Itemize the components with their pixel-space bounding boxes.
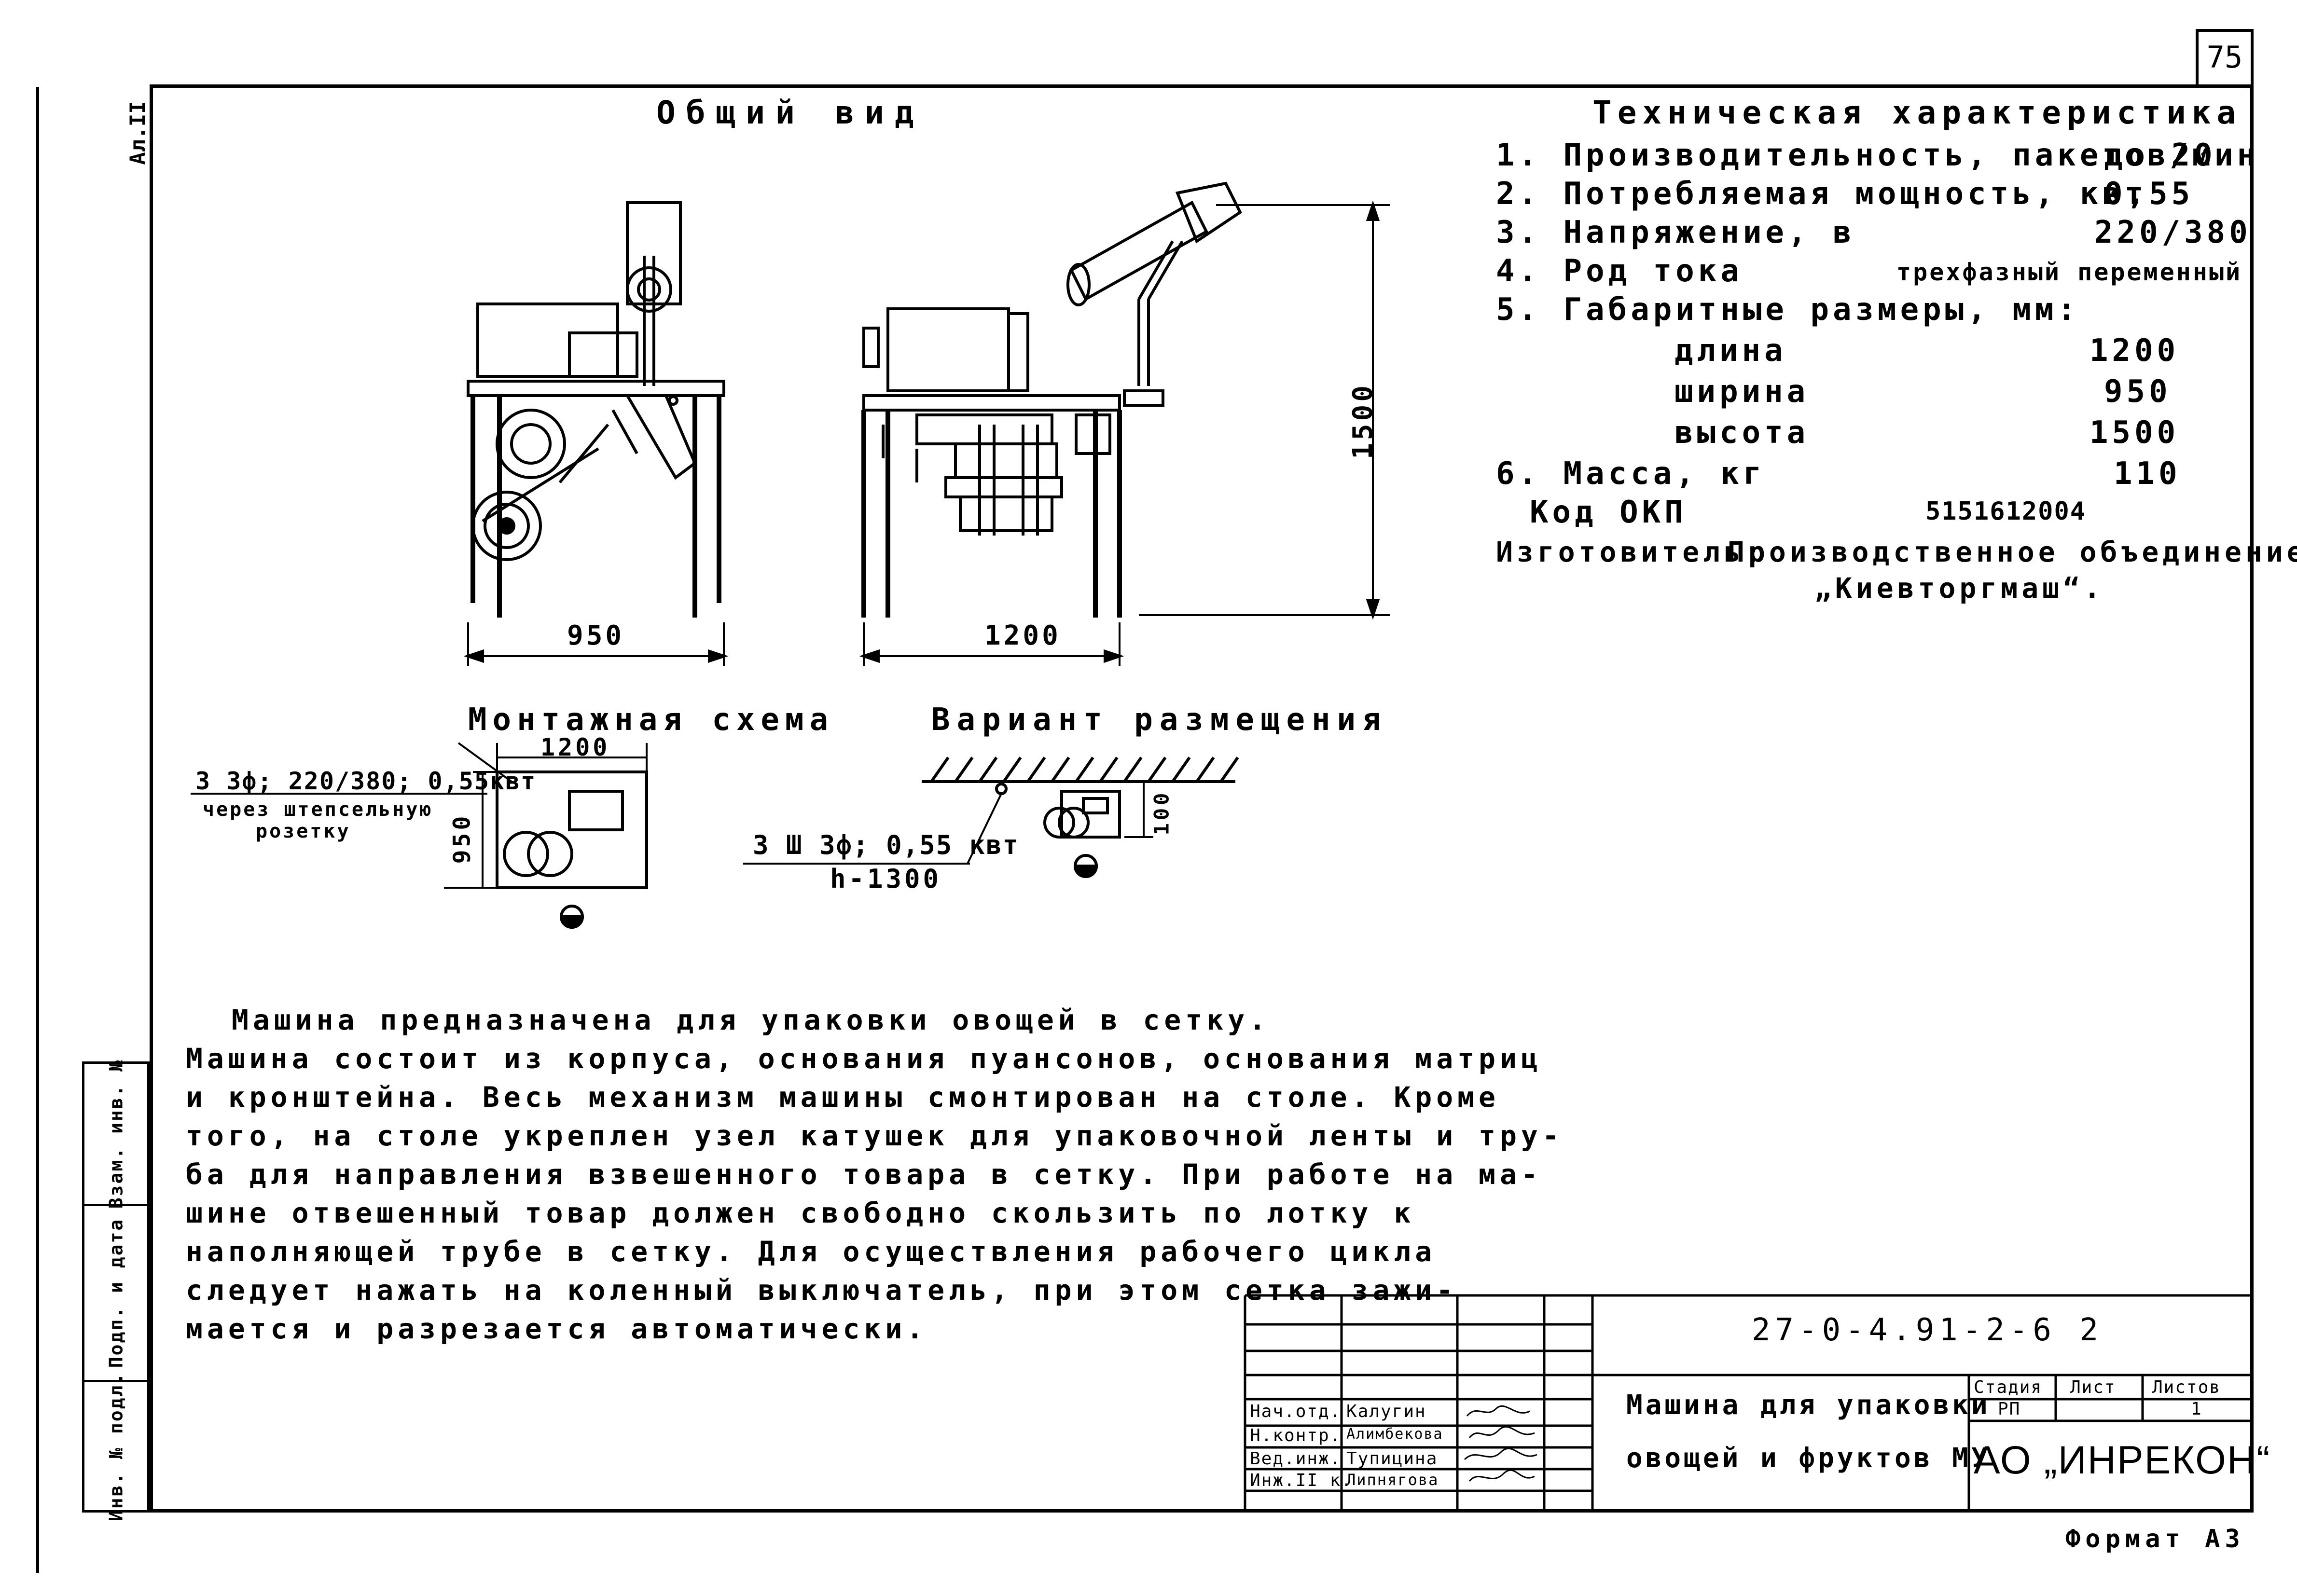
spec-label: Код ОКП [1530, 495, 1687, 530]
description-line: Машина состоит из корпуса, основания пуа… [186, 1042, 1542, 1075]
spec-value: 1200 [2089, 333, 2180, 369]
dim-height: 1500 [1347, 383, 1379, 459]
spec-label: длина [1674, 333, 1787, 369]
mounting-power-note: 3 3ф; 220/380; 0,55квт [195, 767, 537, 795]
spec-value: 0,55 [2104, 176, 2194, 212]
dim-width-front: 1200 [984, 620, 1061, 651]
spec-label: 6. Масса, кг [1496, 456, 1766, 492]
spec-value: 950 [2104, 374, 2172, 410]
front-view-drawing [861, 181, 1242, 618]
sheet-header: Лист [2070, 1377, 2116, 1397]
signer-name: Калугин [1346, 1402, 1426, 1421]
placement-power-note: 3 Ш 3ф; 0,55 квт [753, 830, 1020, 860]
spec-value: до 20 [2104, 138, 2216, 173]
mounting-socket-note: через штепсельную [203, 798, 433, 821]
manufacturer-label: Изготовитель: [1496, 536, 1765, 568]
signature [1466, 1405, 1530, 1417]
binding-margin-line [36, 87, 39, 1573]
signature [1468, 1470, 1535, 1482]
stage-value: РП [1998, 1399, 2021, 1419]
placement-title: Вариант размещения [931, 702, 1388, 738]
description-line: наполняющей трубе в сетку. Для осуществл… [186, 1235, 1437, 1268]
signature [1468, 1426, 1535, 1438]
signer-name: Тупицина [1346, 1449, 1438, 1469]
description-line: мается и разрезается автоматически. [186, 1312, 928, 1345]
tech-spec-title: Техническая характеристика [1592, 94, 2242, 131]
signer-role: Н.контр. [1250, 1426, 1342, 1445]
placement-variant-drawing [743, 757, 1239, 878]
spec-value: 110 [2114, 456, 2181, 492]
description-line: того, на столе укреплен узел катушек для… [186, 1119, 1564, 1152]
document-code: 27-0-4.91-2-6 2 [1752, 1312, 2103, 1348]
sheets-header: Листов [2152, 1377, 2221, 1397]
mounting-dim-height: 950 [448, 813, 476, 864]
spec-label: 2. Потребляемая мощность, квт [1496, 176, 2147, 212]
description-line: шине отвешенный товар должен свободно ск… [186, 1197, 1415, 1229]
mounting-scheme-drawing [191, 742, 648, 929]
manufacturer-name: „Киевторгмаш“. [1814, 572, 2104, 605]
spec-value: 220/380 [2094, 215, 2252, 250]
spec-label: 1. Производительность, пакетов/мин [1496, 138, 2260, 173]
mounting-dim-width: 1200 [540, 733, 610, 761]
product-name: овощей и фруктов МУ [1626, 1443, 1991, 1474]
signature [1464, 1448, 1537, 1460]
manufacturer: Производственное объединение [1728, 536, 2297, 568]
mounting-title: Монтажная схема [468, 702, 834, 738]
general-view-title: Общий вид [656, 94, 925, 131]
spec-label: 3. Напряжение, в [1496, 215, 1855, 250]
spec-label: высота [1674, 415, 1810, 451]
signer-name: Алимбекова [1346, 1426, 1443, 1443]
spec-value: 5151612004 [1925, 497, 2087, 526]
organization: АО „ИНРЕКОН“ [1974, 1438, 2271, 1482]
mounting-socket-note: розетку [256, 820, 351, 842]
stage-header: Стадия [1974, 1377, 2043, 1397]
signer-role: Инж.II к. [1250, 1471, 1353, 1490]
spec-value: 1500 [2089, 415, 2180, 451]
dim-width-side: 950 [567, 620, 625, 651]
product-name: Машина для упаковки [1626, 1390, 1991, 1421]
drawing-frame [150, 84, 2254, 1513]
signer-role: Вед.инж. [1250, 1449, 1342, 1469]
description-line: ба для направления взвешенного товара в … [186, 1158, 1542, 1191]
signer-role: Нач.отд. [1250, 1402, 1342, 1421]
description-line: и кронштейна. Весь механизм машины смонт… [186, 1081, 1500, 1114]
side-stamp-cell: Инв. № подл. [82, 1371, 150, 1521]
side-view-drawing [467, 201, 725, 618]
spec-label: 4. Род тока [1496, 253, 1743, 289]
title-block-grid [1244, 1294, 2254, 1513]
spec-label: 5. Габаритные размеры, мм: [1496, 292, 2080, 328]
signatures [1464, 1405, 1537, 1482]
placement-height-note: h-1300 [830, 864, 942, 894]
signer-name: Липнягова [1346, 1471, 1439, 1489]
description-line: Машина предназначена для упаковки овощей… [232, 1004, 1271, 1036]
description-line: следует нажать на коленный выключатель, … [186, 1274, 1458, 1307]
placement-dim: 100 [1149, 790, 1174, 836]
spec-value: трехфазный переменный [1896, 258, 2242, 286]
sheet-number: 75 [2196, 29, 2254, 87]
sheets-value: 1 [2191, 1399, 2202, 1419]
spec-label: ширина [1674, 374, 1810, 410]
paper-format: Формат А3 [2065, 1525, 2245, 1554]
